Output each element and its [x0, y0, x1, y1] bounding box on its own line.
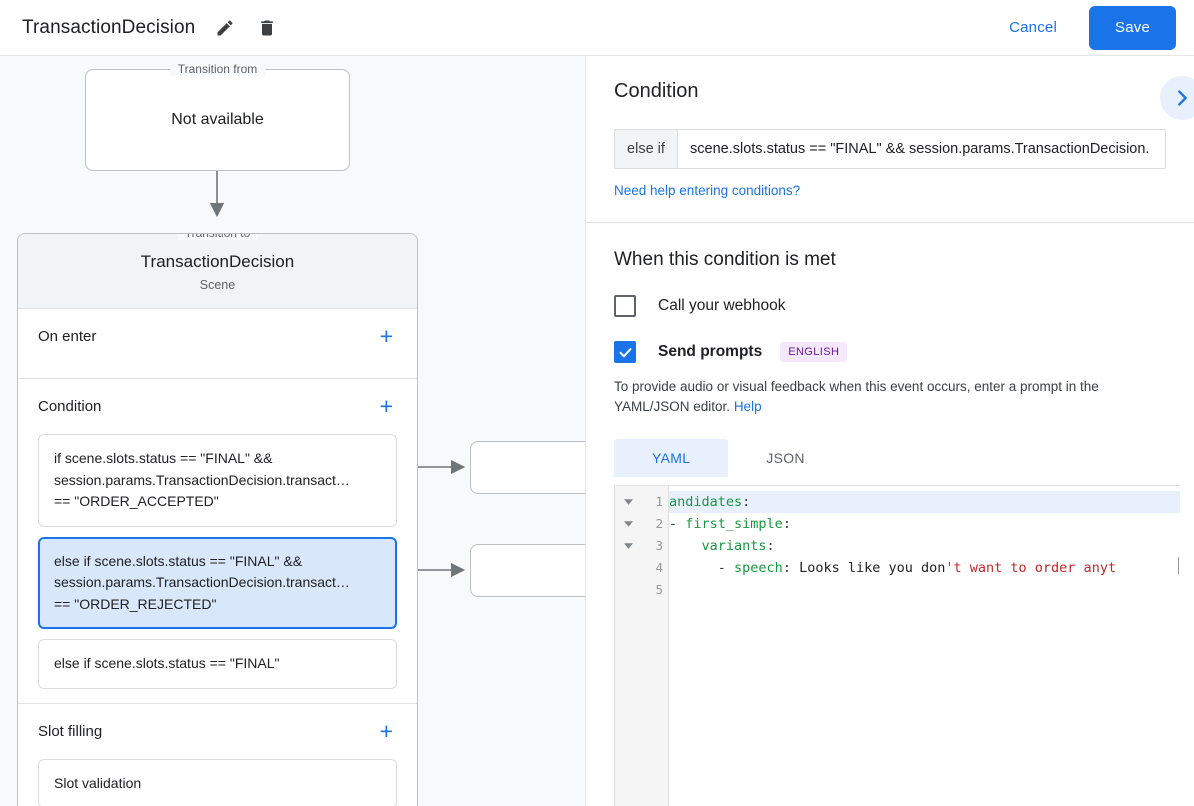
fold-arrow-icon[interactable] [615, 513, 641, 535]
tab-json[interactable]: JSON [766, 450, 805, 466]
webhook-label: Call your webhook [658, 297, 786, 314]
code-token: speech [734, 560, 783, 576]
fold-arrow-placeholder [615, 579, 641, 601]
line-number: 4 [655, 560, 663, 575]
code-line[interactable]: - first_simple: [669, 513, 1180, 535]
code-token: : [742, 494, 751, 510]
code-token: : [782, 560, 800, 576]
trash-icon[interactable] [255, 16, 279, 40]
scene-graph-canvas[interactable]: Transition from Not available Transition… [0, 56, 585, 806]
condition-chip-line: == "ORDER_ACCEPTED" [54, 493, 219, 509]
transition-target-card[interactable] [470, 544, 585, 597]
editor-format-tabs: YAML JSON [614, 439, 1166, 477]
pencil-icon[interactable] [213, 16, 237, 40]
code-line[interactable]: variants: [669, 535, 1180, 557]
condition-chip-selected[interactable]: else if scene.slots.status == "FINAL" &&… [38, 536, 397, 629]
fold-arrow-placeholder [615, 557, 641, 579]
section-title-slot-filling: Slot filling [38, 722, 103, 740]
text-caret [1178, 557, 1179, 574]
transition-from-legend: Transition from [169, 62, 266, 76]
panel-header: Condition else if Need help entering con… [586, 56, 1194, 223]
code-editor[interactable]: 1 2 3 4 5 andidates:- first_simple: vari… [614, 485, 1180, 806]
webhook-checkbox[interactable] [614, 295, 636, 317]
code-line[interactable]: - speech: Looks like you don't want to o… [669, 557, 1180, 579]
send-prompts-label: Send prompts [658, 343, 763, 360]
condition-chip-line: session.params.TransactionDecision.trans… [54, 471, 350, 488]
page-title: TransactionDecision [22, 16, 196, 38]
code-token: variants [701, 538, 767, 554]
section-slot-filling: Slot filling + Slot validation [18, 704, 417, 806]
save-button[interactable]: Save [1089, 5, 1176, 50]
code-line-numbers: 1 2 3 4 5 [641, 486, 669, 806]
condition-editor-row: else if [614, 129, 1166, 169]
language-badge: ENGLISH [780, 342, 848, 362]
code-token: first_simple [685, 516, 783, 532]
transition-from-value: Not available [171, 111, 264, 128]
tab-yaml[interactable]: YAML [614, 439, 729, 477]
condition-detail-panel: Condition else if Need help entering con… [585, 56, 1194, 806]
chevron-right-icon[interactable] [1160, 76, 1194, 120]
scene-card-header: TransactionDecision Scene [18, 234, 417, 309]
code-token: andidates [669, 494, 743, 510]
scene-type-label: Scene [199, 278, 236, 292]
line-number: 3 [655, 538, 663, 553]
condition-input[interactable] [677, 129, 1166, 169]
code-token [669, 538, 702, 554]
condition-chip-line: else if scene.slots.status == "FINAL" [54, 655, 280, 671]
condition-prefix-label: else if [614, 129, 677, 169]
code-token: 't want to order anyt [945, 560, 1117, 576]
condition-chip-line: session.params.TransactionDecision.trans… [54, 574, 350, 590]
condition-chip[interactable]: if scene.slots.status == "FINAL" && sess… [38, 434, 397, 527]
transition-to-node[interactable]: Transition to TransactionDecision Scene … [17, 233, 418, 806]
prompt-description-text: To provide audio or visual feedback when… [614, 379, 1099, 414]
code-token: Looks like you don [799, 560, 946, 576]
code-token: : [782, 516, 791, 532]
section-condition: Condition + if scene.slots.status == "FI… [18, 379, 417, 704]
panel-body: When this condition is met Call your web… [586, 223, 1194, 806]
section-on-enter: On enter + [18, 309, 417, 379]
condition-chip[interactable]: else if scene.slots.status == "FINAL" [38, 639, 397, 689]
code-content[interactable]: andidates:- first_simple: variants: - sp… [669, 486, 1180, 806]
section-title-condition: Condition [38, 398, 102, 415]
condition-chip-line: == "ORDER_REJECTED" [54, 595, 217, 612]
scene-name: TransactionDecision [140, 252, 295, 271]
transition-target-card[interactable] [470, 441, 585, 494]
top-bar-actions: Cancel Save [993, 5, 1194, 50]
prompt-description: To provide audio or visual feedback when… [614, 377, 1166, 417]
line-number: 5 [655, 582, 663, 597]
code-fold-column [615, 486, 641, 806]
when-condition-met-heading: When this condition is met [614, 249, 836, 270]
section-title-on-enter: On enter [38, 328, 97, 345]
add-on-enter-button[interactable]: + [379, 323, 393, 349]
code-token: : [766, 538, 775, 554]
condition-chip-line: else if scene.slots.status == "FINAL" && [54, 552, 303, 569]
fold-arrow-icon[interactable] [615, 491, 641, 513]
transition-from-node[interactable]: Transition from Not available [85, 62, 350, 171]
cancel-button[interactable]: Cancel [993, 11, 1073, 44]
prompt-help-link[interactable]: Help [733, 399, 762, 414]
line-number: 1 [655, 494, 663, 509]
fold-arrow-icon[interactable] [615, 535, 641, 557]
transition-to-legend: Transition to [176, 234, 259, 240]
line-number: 2 [655, 516, 663, 531]
condition-help-link[interactable]: Need help entering conditions? [614, 183, 801, 198]
send-prompts-checkbox[interactable] [614, 341, 636, 363]
add-condition-button[interactable]: + [379, 393, 393, 419]
send-prompts-row[interactable]: Send prompts ENGLISH [614, 341, 1166, 363]
code-line[interactable] [669, 579, 1180, 601]
add-slot-filling-button[interactable]: + [379, 717, 393, 744]
panel-title: Condition [614, 80, 699, 102]
slot-validation-chip[interactable]: Slot validation [38, 758, 397, 806]
slot-validation-label: Slot validation [54, 774, 142, 791]
webhook-row[interactable]: Call your webhook [614, 295, 1166, 317]
top-app-bar: TransactionDecision Cancel Save [0, 0, 1194, 56]
code-token: - [669, 560, 735, 576]
code-line[interactable]: andidates: [669, 491, 1180, 513]
code-token: - [669, 516, 686, 532]
condition-chip-line: if scene.slots.status == "FINAL" && [54, 450, 273, 466]
